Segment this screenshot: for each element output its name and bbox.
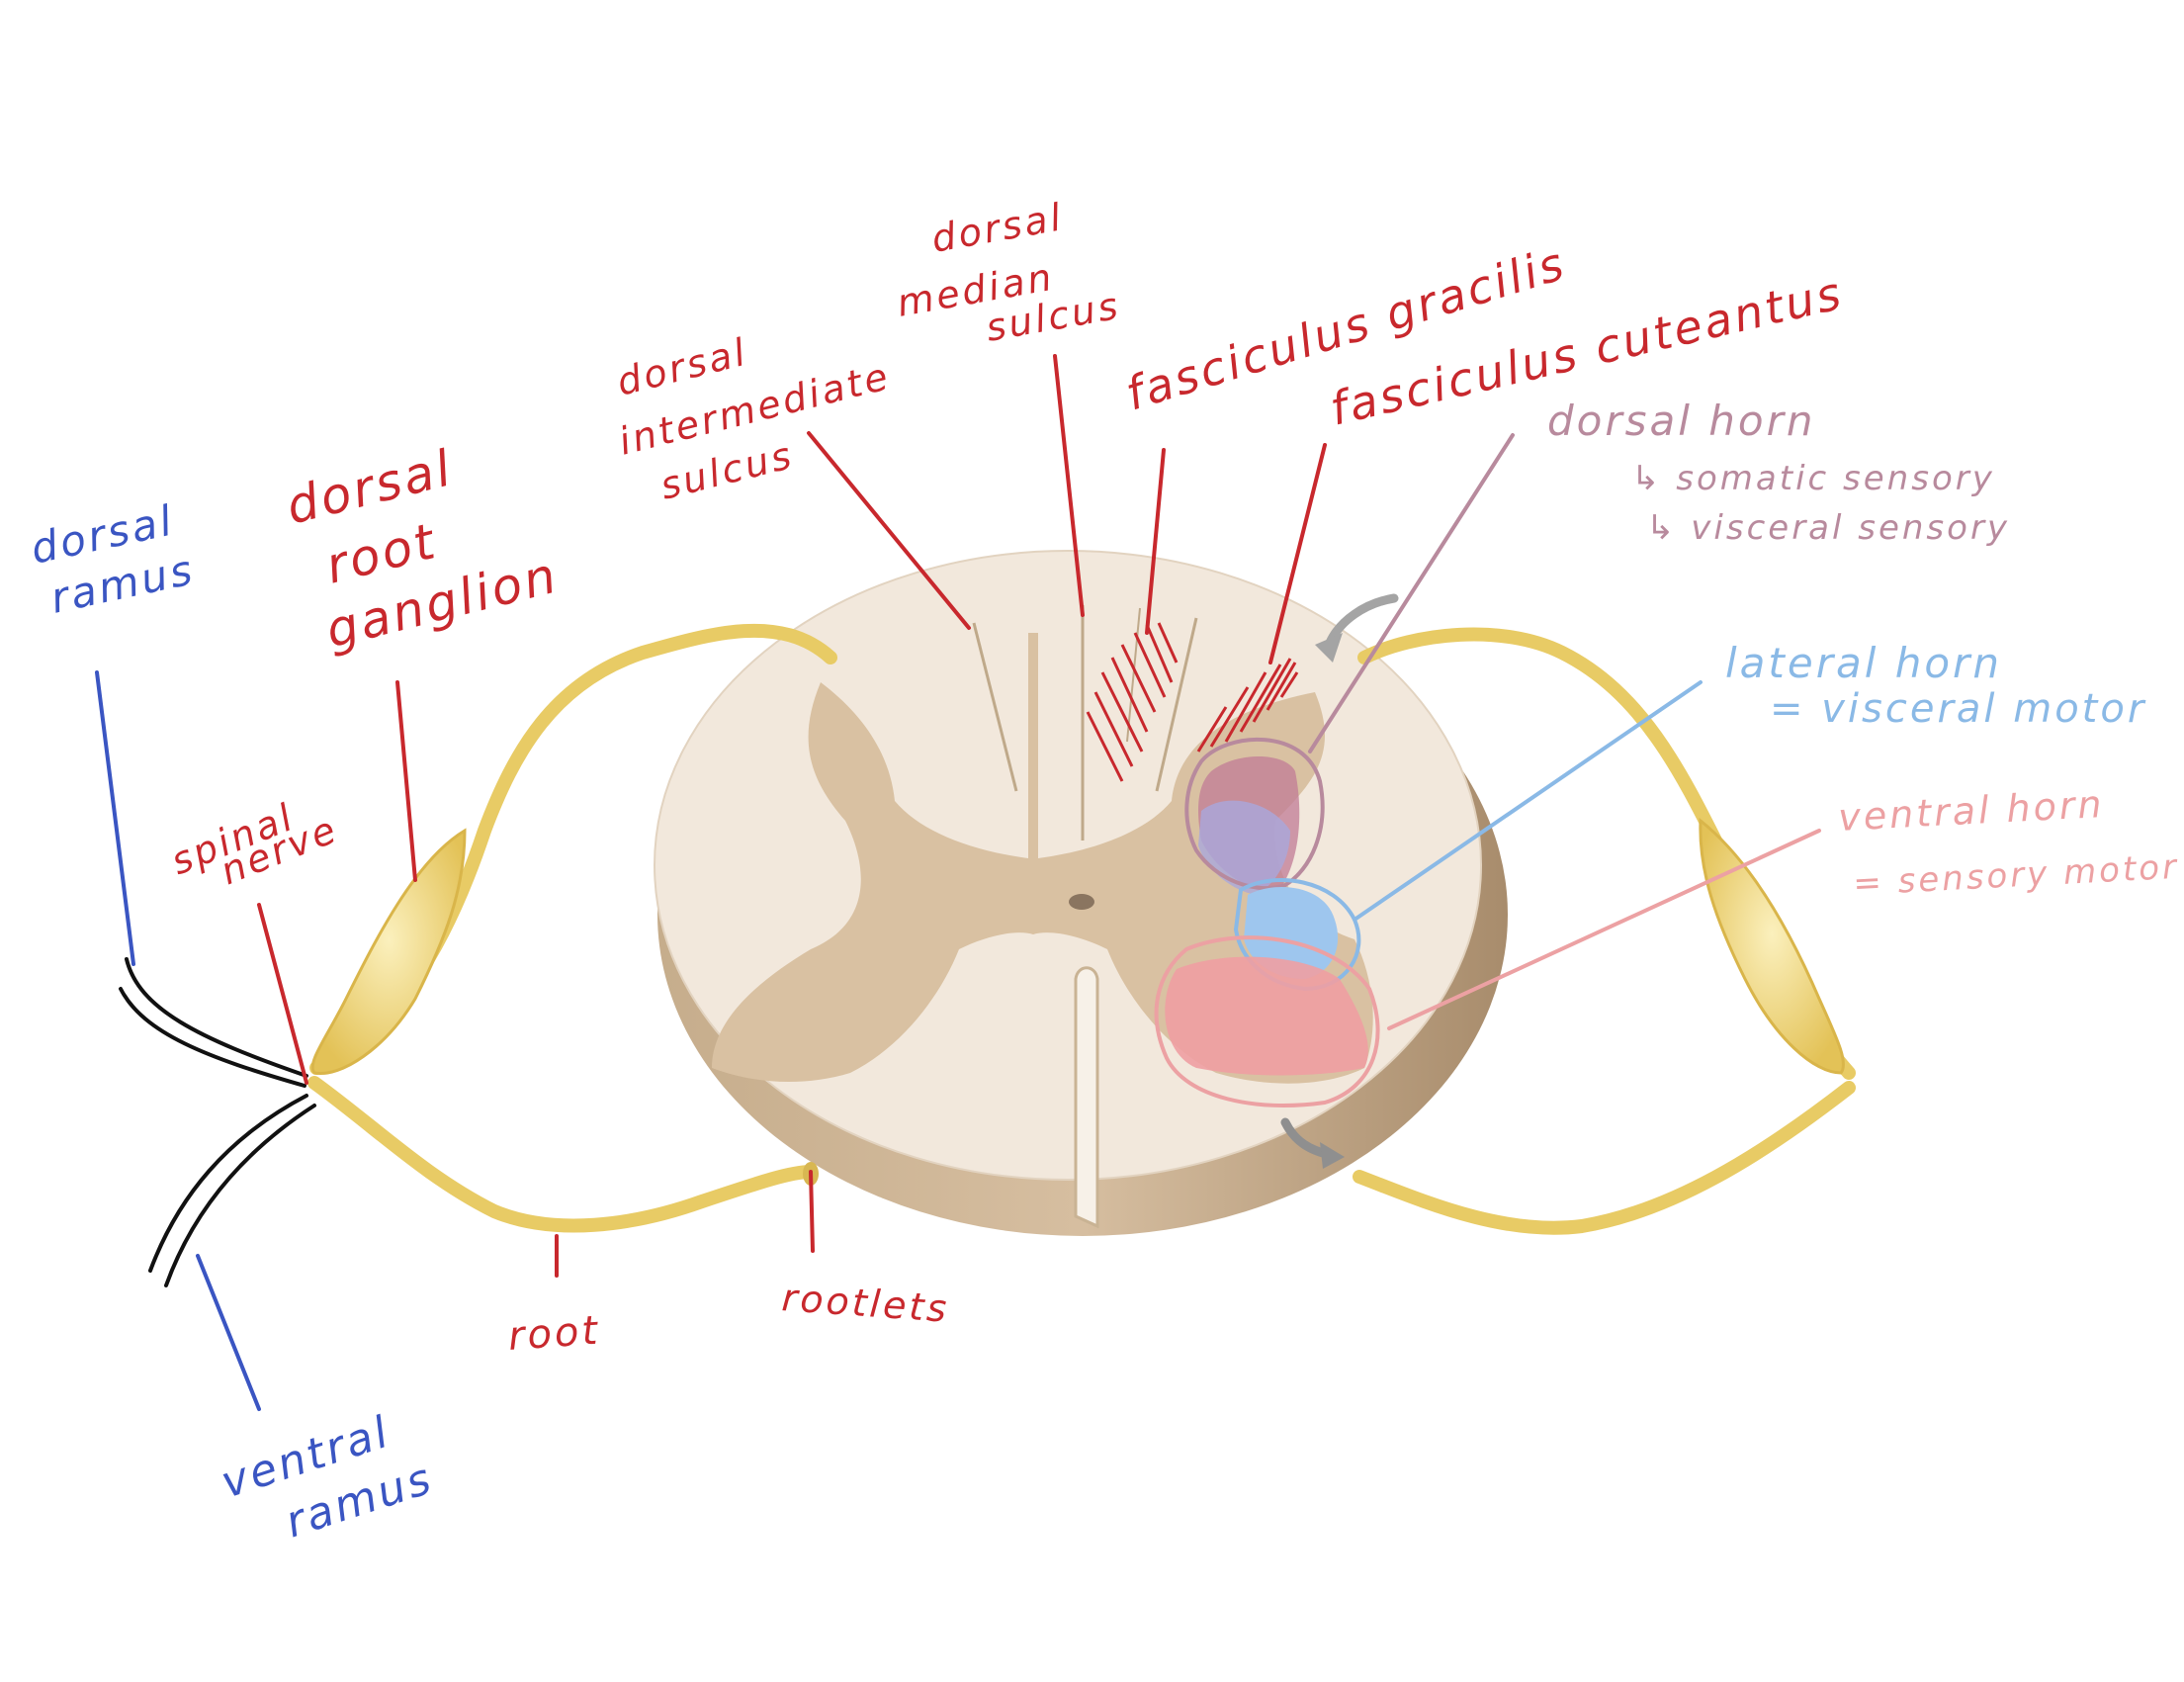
label-dorsal-horn: dorsal horn ↳ somatic sensory ↳ visceral… [1547, 397, 2010, 548]
label-ventral-horn: ventral horn = sensory motor [1837, 782, 2180, 904]
right-dorsal-root-ganglion [1699, 817, 1846, 1075]
label-rootlets: rootlets [780, 1276, 950, 1331]
label-spinal-nerve: spinal nerve [165, 795, 344, 894]
dorsal-intermediate-sulcus-line-2 [1126, 607, 1141, 743]
ventral-horn-line1: = sensory motor [1852, 847, 2180, 904]
pointer-lines [95, 354, 1821, 1411]
dorsal-ramus-pointer [95, 670, 135, 966]
dorsal-horn-pointer [1308, 433, 1515, 753]
central-canal [1069, 894, 1094, 910]
label-dorsal-ramus: dorsal ramus [27, 495, 199, 622]
dorsal-horn-line2: ↳ visceral sensory [1646, 508, 2010, 548]
ventral-arrowhead-icon [1320, 1142, 1345, 1169]
dorsal-median-sulcus-pointer [1053, 354, 1085, 617]
dms-label-line1: dorsal [928, 195, 1067, 261]
drg-label-line1: dorsal [281, 439, 459, 536]
label-dorsal-root-ganglion: dorsal root ganglion [281, 439, 565, 660]
lateral-horn-line1: = visceral motor [1770, 686, 2146, 732]
left-dorsal-root-ganglion [310, 828, 467, 1076]
dorsal-horn-title: dorsal horn [1547, 397, 1815, 445]
label-dorsal-intermediate-sulcus: dorsal intermediate sulcus [613, 329, 895, 507]
label-ventral-ramus: ventral ramus [216, 1406, 440, 1548]
dorsal-horn-visceral-region [1198, 800, 1290, 895]
label-dorsal-median-sulcus: dorsal median sulcus [894, 195, 1124, 350]
label-lateral-horn: lateral horn = visceral motor [1725, 639, 2146, 732]
fasciculus-cuneatus-hatching [1196, 658, 1299, 752]
left-ventral-root [307, 1076, 818, 1233]
dorsal-root-ganglion-pointer [395, 680, 417, 882]
right-spinal-nerve [1353, 627, 1856, 1235]
spinal-nerve-pointer [257, 903, 308, 1085]
spinal-cord-cross-section [654, 550, 1508, 1236]
ventral-ramus-pointer [196, 1254, 261, 1411]
label-root: root [506, 1308, 601, 1360]
lateral-horn-pointer [1353, 680, 1703, 922]
dorsal-lateral-sulcus-line [1155, 617, 1198, 792]
lateral-horn-title: lateral horn [1725, 639, 2002, 687]
fasciculus-gracilis-pointer [1145, 448, 1166, 635]
fasciculus-gracilis-hatching [1086, 622, 1179, 782]
fasciculus-cuneatus-pointer [1268, 443, 1327, 664]
ventral-horn-pointer [1387, 829, 1821, 1030]
dorsal-arrowhead-icon [1315, 633, 1343, 663]
lateral-horn-region [1244, 887, 1339, 979]
left-spinal-nerve [307, 623, 837, 1233]
dorsal-horn-line1: ↳ somatic sensory [1631, 459, 1995, 498]
ventral-horn-region [1165, 956, 1368, 1076]
ventral-median-fissure [1074, 966, 1099, 1229]
ventral-horn-title: ventral horn [1837, 782, 2105, 840]
dorsal-intermediate-sulcus-line [972, 622, 1018, 792]
ventral-horn-outline [1154, 935, 1380, 1107]
dorsal-horn-outline [1184, 737, 1325, 891]
rami-drawing [119, 957, 316, 1287]
right-ventral-root [1353, 1081, 1856, 1235]
dorsal-intermediate-sulcus-pointer [807, 431, 971, 630]
rootlets-pointer [809, 1170, 815, 1253]
dorsal-arrow-icon [1325, 593, 1399, 648]
